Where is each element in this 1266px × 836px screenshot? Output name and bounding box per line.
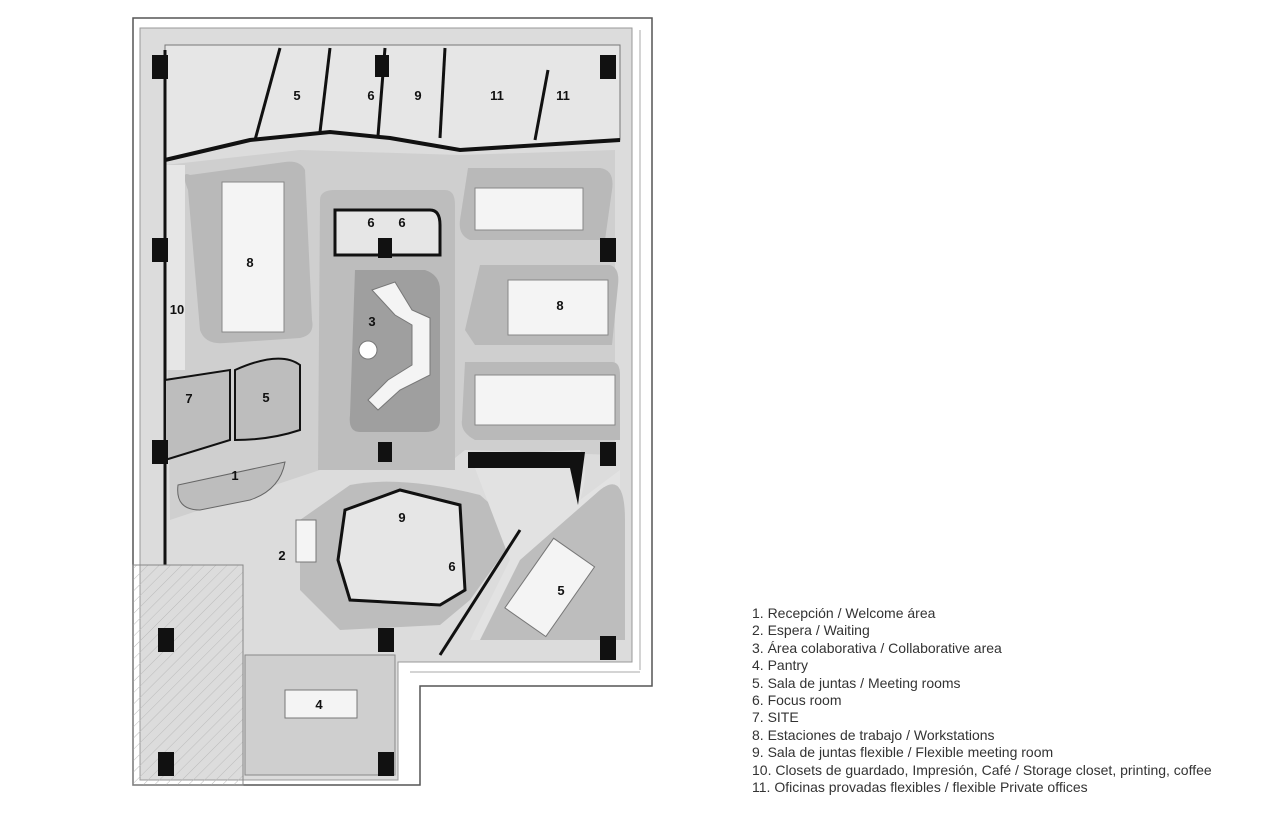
closets-zone (165, 165, 185, 370)
legend-item: 4. Pantry (752, 657, 809, 674)
desk-cluster (474, 187, 584, 231)
desk-cluster (474, 374, 616, 426)
reception-desk (177, 461, 286, 511)
legend-item: 1. Recepción / Welcome área (752, 605, 936, 621)
collaborative-bench (367, 281, 431, 411)
legend-item: 3. Área colaborativa / Collaborative are… (752, 639, 1002, 656)
pantry-table (284, 689, 358, 719)
room-label: 9 (414, 88, 421, 103)
flexible-meeting-room (336, 488, 467, 607)
room-label: 11 (556, 88, 570, 103)
legend-item: 6. Focus room (752, 692, 842, 709)
room-label: 5 (262, 390, 269, 405)
room-label: 8 (246, 255, 253, 270)
room-label: 3 (368, 314, 375, 329)
room-label: 5 (557, 583, 564, 598)
legend: 1. Recepción / Welcome área 2. Espera / … (752, 605, 1212, 796)
floor-plan: 5 6 9 11 11 6 6 8 10 3 8 7 5 1 9 2 6 5 4 (132, 17, 653, 786)
waiting-table (295, 519, 317, 563)
room-label: 2 (278, 548, 285, 563)
facade-mullions (410, 30, 641, 673)
room-label: 8 (556, 298, 563, 313)
desk-cluster (507, 279, 609, 336)
legend-item: 9. Sala de juntas flexible / Flexible me… (752, 744, 1054, 761)
site-room (164, 368, 231, 462)
round-table (358, 340, 378, 360)
meeting-room-left (234, 357, 301, 442)
room-label: 7 (185, 391, 192, 406)
room-label: 4 (315, 697, 323, 712)
collaborative-table-zone (349, 270, 440, 432)
legend-item: 11. Oficinas provadas flexibles / flexib… (752, 779, 1088, 796)
office-partitions (164, 47, 621, 162)
room-label: 6 (448, 559, 455, 574)
focus-rooms (333, 208, 442, 257)
building-core (132, 564, 244, 786)
room-label: 6 (367, 88, 374, 103)
room-label: 11 (490, 88, 504, 103)
room-label: 6 (398, 215, 405, 230)
partition-wall (468, 452, 585, 505)
legend-item: 10. Closets de guardado, Impresión, Café… (752, 761, 1212, 778)
legend-item: 7. SITE (752, 709, 799, 726)
legend-item: 5. Sala de juntas / Meeting rooms (752, 674, 961, 691)
room-label: 1 (231, 468, 238, 483)
structural-columns (152, 55, 616, 776)
room-label: 9 (398, 510, 405, 525)
desk-cluster (221, 181, 285, 333)
legend-item: 8. Estaciones de trabajo / Workstations (752, 726, 995, 743)
room-label: 6 (367, 215, 374, 230)
room-label: 10 (170, 302, 184, 317)
room-label: 5 (293, 88, 300, 103)
meeting-table (504, 537, 596, 638)
legend-item: 2. Espera / Waiting (752, 622, 870, 639)
